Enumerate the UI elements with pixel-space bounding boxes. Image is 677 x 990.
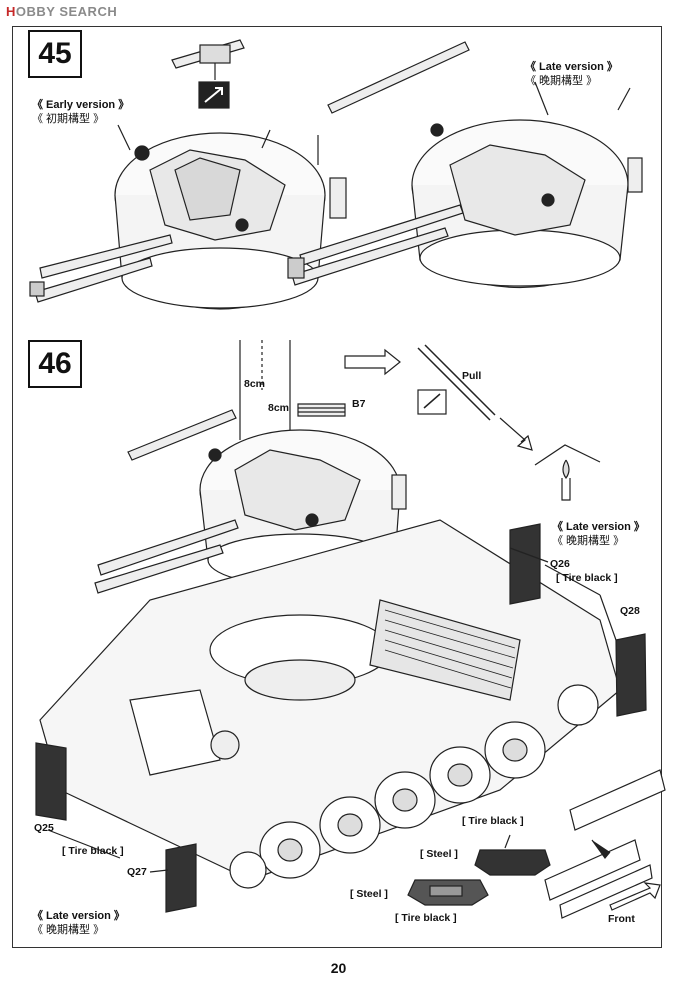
page-number: 20 xyxy=(330,960,347,976)
track-link-steel-2 xyxy=(407,879,489,906)
steel-label-2: [ Steel ] xyxy=(350,888,388,900)
pull-label: Pull xyxy=(462,370,482,382)
step-45-number: 45 xyxy=(28,30,82,78)
tire-black-label-4: [ Tire black ] xyxy=(395,912,457,924)
hobby-search-watermark: HOBBY SEARCH xyxy=(6,4,118,19)
front-direction-label: Front xyxy=(608,913,635,925)
tire-black-label-2: [ Tire black ] xyxy=(62,845,124,857)
part-q28-label: Q28 xyxy=(620,605,640,617)
part-q25-label: Q25 xyxy=(34,822,54,834)
pull-sprue-drawing xyxy=(344,344,601,501)
part-q27-label: Q27 xyxy=(127,866,147,878)
step46-late-version-bottom-cn: 《 晚期構型 》 xyxy=(32,924,105,936)
steel-label-1: [ Steel ] xyxy=(420,848,458,860)
b7-part-drawing xyxy=(297,403,346,417)
step45-early-version-label: 《 Early version 》 xyxy=(32,99,130,111)
mudflap-q28 xyxy=(615,633,647,717)
step46-late-version-top-label: 《 Late version 》 xyxy=(552,521,645,533)
step46-late-version-top-cn: 《 晚期構型 》 xyxy=(552,535,625,547)
part-q26-label: Q26 xyxy=(550,558,570,570)
page-frame xyxy=(12,26,662,948)
step-46-number: 46 xyxy=(28,340,82,388)
early-turret-drawing xyxy=(29,39,347,310)
dimension-8cm-a: 8cm xyxy=(244,378,266,390)
step45-late-version-cn: 《 晚期構型 》 xyxy=(525,75,598,87)
tire-black-label-3: [ Tire black ] xyxy=(462,815,524,827)
hull-drawing xyxy=(39,519,621,889)
step46-late-version-bottom-label: 《 Late version 》 xyxy=(32,910,125,922)
late-turret-drawing xyxy=(287,41,643,288)
step45-early-version-cn: 《 初期構型 》 xyxy=(32,113,105,125)
mudflap-q25 xyxy=(35,742,67,821)
dimension-8cm-b: 8cm xyxy=(268,402,290,414)
step45-late-version-label: 《 Late version 》 xyxy=(525,61,618,73)
mudflap-q26 xyxy=(509,523,541,605)
mudflap-q27 xyxy=(165,843,197,913)
track-run-drawing xyxy=(544,769,666,919)
tire-black-label-1: [ Tire black ] xyxy=(556,572,618,584)
part-b7-label: B7 xyxy=(352,398,366,410)
track-link-steel-1 xyxy=(474,849,551,876)
